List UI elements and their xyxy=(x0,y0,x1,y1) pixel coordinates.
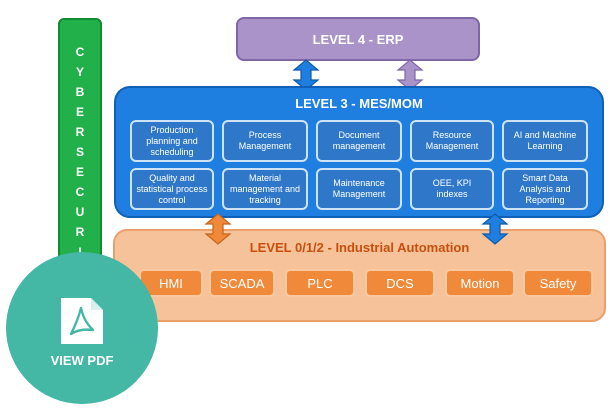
automation-item-plc: PLC xyxy=(285,269,355,297)
module-document-management: Document management xyxy=(316,120,402,162)
automation-item-motion: Motion xyxy=(445,269,515,297)
level3-mes-mom-box: LEVEL 3 - MES/MOM Production planning an… xyxy=(114,86,604,218)
cyber-letter: B xyxy=(75,85,85,99)
automation-item-scada: SCADA xyxy=(209,269,275,297)
level3-title: LEVEL 3 - MES/MOM xyxy=(295,96,423,111)
module-process-management: Process Management xyxy=(222,120,308,162)
module-oee-kpi: OEE, KPI indexes xyxy=(410,168,494,210)
module-quality-spc: Quality and statistical process control xyxy=(130,168,214,210)
automation-item-safety: Safety xyxy=(523,269,593,297)
module-material-management: Material management and tracking xyxy=(222,168,308,210)
module-production-planning: Production planning and scheduling xyxy=(130,120,214,162)
cyber-letter: C xyxy=(75,45,85,59)
automation-item-dcs: DCS xyxy=(365,269,435,297)
module-ai-machine-learning: AI and Machine Learning xyxy=(502,120,588,162)
cyber-letter: E xyxy=(75,165,84,179)
cyber-letter: U xyxy=(75,205,85,219)
level4-erp-box: LEVEL 4 - ERP xyxy=(236,17,480,61)
view-pdf-label: VIEW PDF xyxy=(50,353,114,368)
arrow-l3-l012-orange-icon xyxy=(204,213,232,245)
cyber-letter: Y xyxy=(75,65,84,79)
module-smart-data-analysis: Smart Data Analysis and Reporting xyxy=(502,168,588,210)
level012-automation-box: LEVEL 0/1/2 - Industrial Automation HMI … xyxy=(113,229,606,322)
cyber-letter: S xyxy=(75,145,84,159)
acrobat-icon xyxy=(61,298,103,344)
level012-title: LEVEL 0/1/2 - Industrial Automation xyxy=(249,240,470,255)
view-pdf-button[interactable]: VIEW PDF xyxy=(6,252,158,404)
arrow-l3-l012-blue-icon xyxy=(481,213,509,245)
cyber-letter: R xyxy=(75,125,85,139)
module-maintenance-management: Maintenance Management xyxy=(316,168,402,210)
module-resource-management: Resource Management xyxy=(410,120,494,162)
cyber-letter: E xyxy=(75,105,84,119)
cyber-letter: R xyxy=(75,225,85,239)
cyber-letter: C xyxy=(75,185,85,199)
level4-title: LEVEL 4 - ERP xyxy=(312,31,404,47)
